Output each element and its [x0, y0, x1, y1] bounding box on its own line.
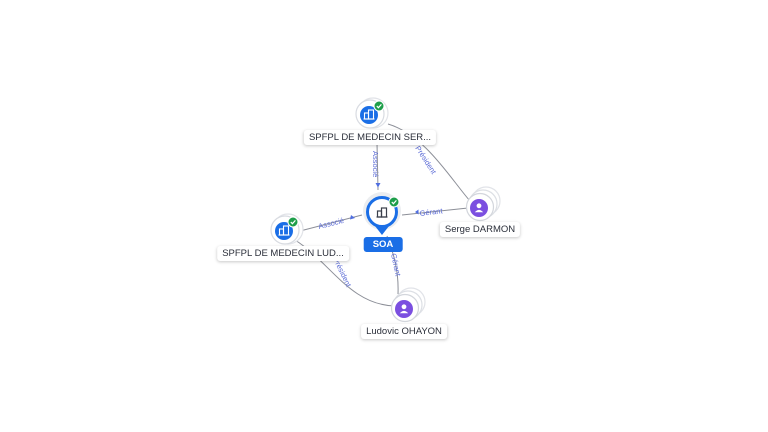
edge-label-top-center: Associé [371, 151, 380, 177]
node-serge[interactable] [465, 186, 501, 222]
edge-label-top-serge: Président [413, 144, 438, 176]
edge-top-serge [387, 123, 471, 202]
node-label-serge[interactable]: Serge DARMON [439, 222, 521, 237]
node-label-center[interactable]: SOA [363, 237, 403, 252]
node-center[interactable] [363, 192, 401, 235]
edge-arrow [415, 209, 419, 215]
edge-label-left-center: Associé [317, 216, 345, 231]
edge-arrow [375, 183, 381, 188]
check-badge-icon [287, 216, 299, 228]
edge-top-center [376, 142, 379, 191]
edge-serge-center [401, 207, 469, 216]
edge-label-ludovic-center: Gérant [389, 253, 403, 278]
node-label-spfpl-top[interactable]: SPFPL DE MEDECIN SER... [303, 130, 437, 145]
selected-node-pin [375, 226, 389, 235]
node-label-spfpl-left[interactable]: SPFPL DE MEDECIN LUD... [217, 246, 349, 261]
node-spfpl-top[interactable] [355, 97, 389, 129]
edge-arrow [350, 215, 355, 220]
node-label-ludovic[interactable]: Ludovic OHAYON [361, 324, 447, 339]
check-badge-icon [373, 100, 385, 112]
node-spfpl-left[interactable] [270, 213, 304, 245]
edge-label-serge-center: Gérant [419, 206, 444, 218]
node-ludovic[interactable] [390, 287, 426, 323]
check-badge-icon [388, 196, 400, 208]
